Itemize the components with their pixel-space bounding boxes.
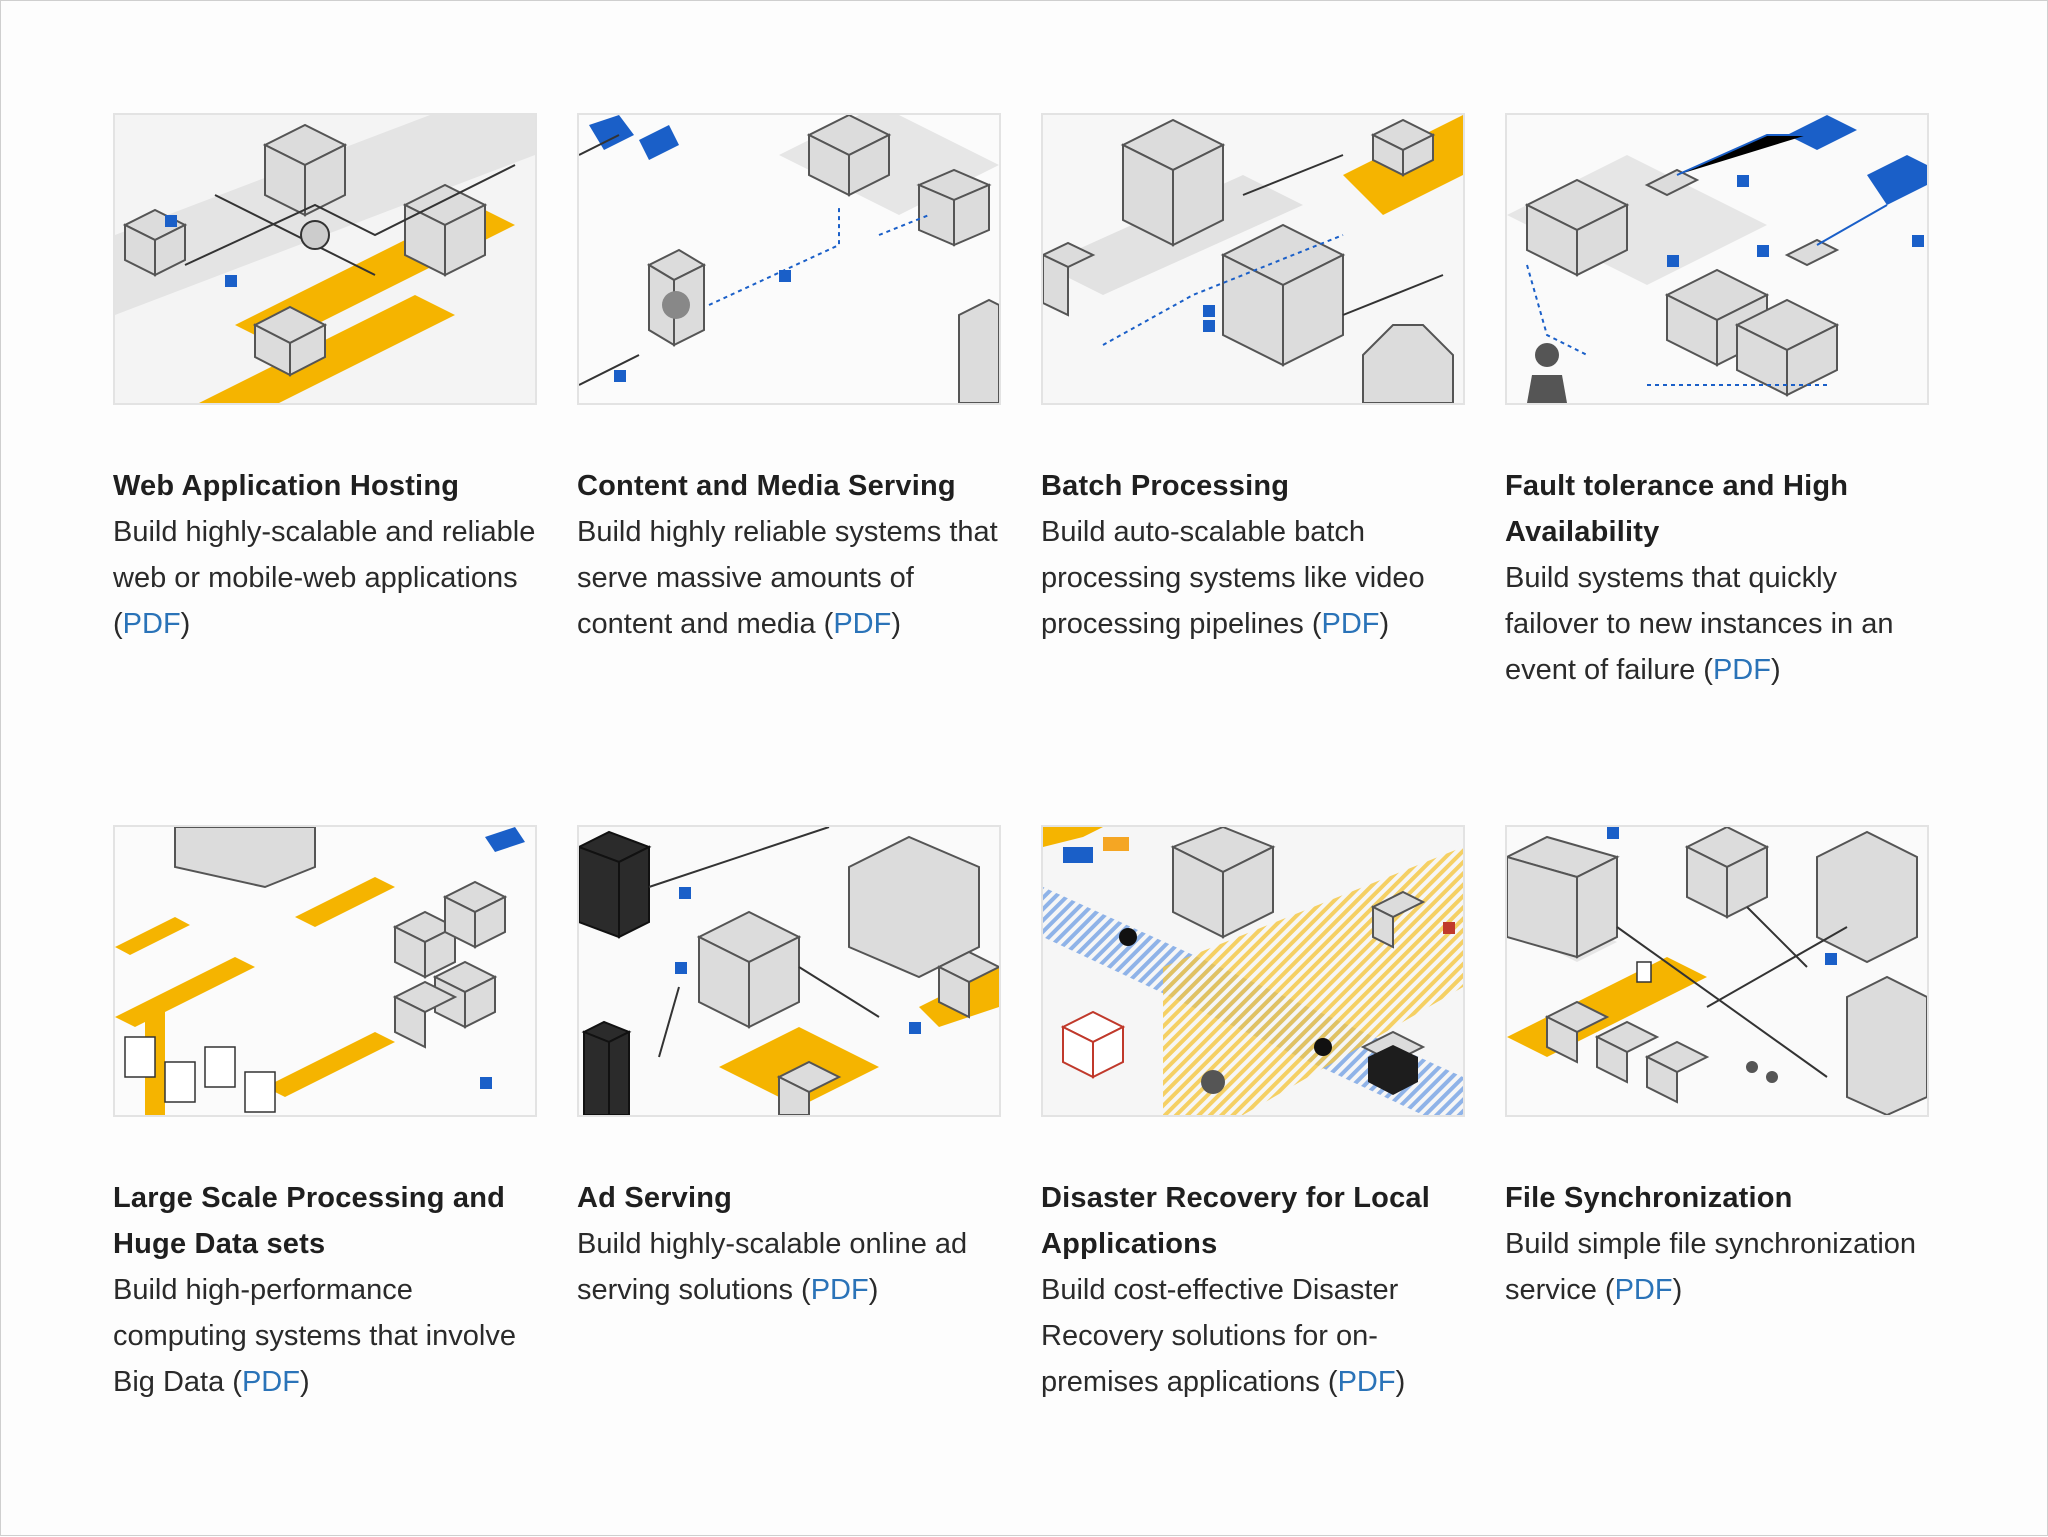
card-disaster-recovery: Disaster Recovery for Local Applications… bbox=[1041, 825, 1465, 1537]
card-large-scale-processing: Large Scale Processing and Huge Data set… bbox=[113, 825, 537, 1537]
card-description: Build simple file synchronization servic… bbox=[1505, 1228, 1917, 1306]
isometric-diagram-icon bbox=[1043, 115, 1463, 403]
description-text: Build highly reliable systems that serve… bbox=[577, 516, 998, 640]
pdf-link[interactable]: PDF bbox=[1712, 654, 1771, 686]
card-file-synchronization: File Synchronization Build simple file s… bbox=[1505, 825, 1929, 1537]
isometric-diagram-icon bbox=[1043, 827, 1463, 1115]
card-title: Content and Media Serving bbox=[577, 470, 956, 502]
card-description: Build highly-scalable online ad serving … bbox=[577, 1228, 968, 1306]
card-ad-serving: Ad Serving Build highly-scalable online … bbox=[577, 825, 1001, 1537]
architecture-grid: Web Application Hosting Build highly-sca… bbox=[113, 113, 1929, 1537]
isometric-diagram-icon bbox=[1507, 827, 1927, 1115]
isometric-diagram-icon bbox=[115, 827, 535, 1115]
pdf-link[interactable]: PDF bbox=[833, 608, 892, 640]
pdf-link[interactable]: PDF bbox=[241, 1366, 300, 1398]
card-title: Batch Processing bbox=[1041, 470, 1290, 502]
thumbnail-fault-tolerance[interactable] bbox=[1505, 113, 1929, 405]
card-title: File Synchronization bbox=[1505, 1182, 1793, 1214]
isometric-diagram-icon bbox=[115, 115, 535, 403]
card-description: Build cost-effective Disaster Recovery s… bbox=[1041, 1274, 1406, 1398]
card-description: Build highly-scalable and reliable web o… bbox=[113, 516, 536, 640]
pdf-link[interactable]: PDF bbox=[122, 608, 181, 640]
description-text: Build cost-effective Disaster Recovery s… bbox=[1041, 1274, 1399, 1398]
thumbnail-batch-processing[interactable] bbox=[1041, 113, 1465, 405]
pdf-link[interactable]: PDF bbox=[1614, 1274, 1673, 1306]
card-web-application-hosting: Web Application Hosting Build highly-sca… bbox=[113, 113, 537, 825]
thumbnail-ad-serving[interactable] bbox=[577, 825, 1001, 1117]
isometric-diagram-icon bbox=[1507, 115, 1927, 403]
description-text: Build highly-scalable and reliable web o… bbox=[113, 516, 536, 594]
card-description: Build highly reliable systems that serve… bbox=[577, 516, 998, 640]
card-description: Build high-performance computing systems… bbox=[113, 1274, 516, 1398]
thumbnail-large-scale-processing[interactable] bbox=[113, 825, 537, 1117]
card-batch-processing: Batch Processing Build auto-scalable bat… bbox=[1041, 113, 1465, 825]
card-title: Disaster Recovery for Local Applications bbox=[1041, 1182, 1431, 1260]
thumbnail-web-application-hosting[interactable] bbox=[113, 113, 537, 405]
card-title: Fault tolerance and High Availability bbox=[1505, 470, 1849, 548]
pdf-link[interactable]: PDF bbox=[810, 1274, 869, 1306]
card-description: Build auto-scalable batch processing sys… bbox=[1041, 516, 1425, 640]
pdf-link[interactable]: PDF bbox=[1337, 1366, 1396, 1398]
card-title: Large Scale Processing and Huge Data set… bbox=[113, 1182, 506, 1260]
isometric-diagram-icon bbox=[579, 115, 999, 403]
thumbnail-disaster-recovery[interactable] bbox=[1041, 825, 1465, 1117]
description-text: Build highly-scalable online ad serving … bbox=[577, 1228, 968, 1306]
description-text: Build simple file synchronization servic… bbox=[1505, 1228, 1917, 1306]
card-description: Build systems that quickly failover to n… bbox=[1505, 562, 1894, 686]
pdf-link[interactable]: PDF bbox=[1321, 608, 1380, 640]
description-text: Build high-performance computing systems… bbox=[113, 1274, 516, 1398]
card-title: Ad Serving bbox=[577, 1182, 733, 1214]
thumbnail-content-media-serving[interactable] bbox=[577, 113, 1001, 405]
thumbnail-file-synchronization[interactable] bbox=[1505, 825, 1929, 1117]
isometric-diagram-icon bbox=[579, 827, 999, 1115]
card-title: Web Application Hosting bbox=[113, 470, 460, 502]
card-fault-tolerance: Fault tolerance and High Availability Bu… bbox=[1505, 113, 1929, 825]
description-text: Build auto-scalable batch processing sys… bbox=[1041, 516, 1425, 640]
card-content-media-serving: Content and Media Serving Build highly r… bbox=[577, 113, 1001, 825]
description-text: Build systems that quickly failover to n… bbox=[1505, 562, 1894, 686]
